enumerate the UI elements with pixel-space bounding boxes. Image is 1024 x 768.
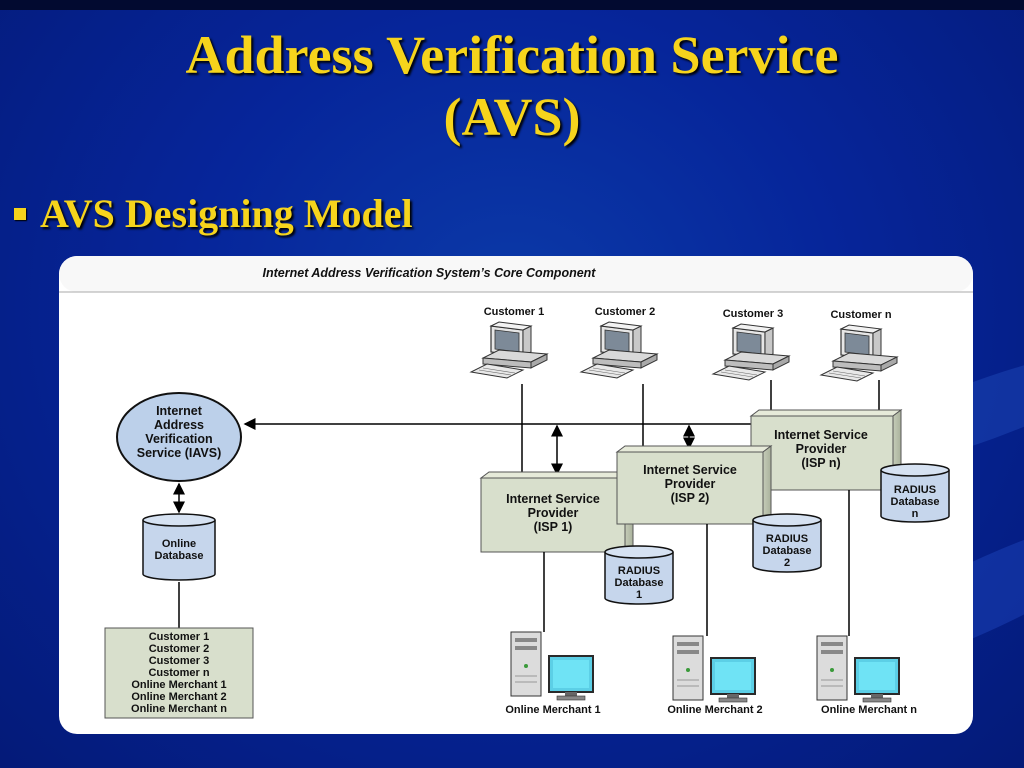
merchant-n-monitor-icon bbox=[854, 657, 900, 703]
customer-n-label: Customer n bbox=[830, 309, 891, 321]
diagram-header: Internet Address Verification System’s C… bbox=[263, 266, 597, 280]
title-line-2: (AVS) bbox=[443, 87, 581, 147]
list-entry: Online Merchant n bbox=[131, 703, 227, 715]
isp-2-label-1: Internet Service bbox=[643, 463, 737, 477]
bullet-text: AVS Designing Model bbox=[40, 191, 413, 236]
list-entry: Online Merchant 1 bbox=[131, 679, 226, 691]
isp-n-label-3: (ISP n) bbox=[801, 456, 840, 470]
iavs-label-2: Address bbox=[154, 418, 204, 432]
bullet-item: AVS Designing Model bbox=[14, 190, 413, 237]
title-line-1: Address Verification Service bbox=[185, 25, 839, 85]
merchant-1-server-icon bbox=[510, 631, 542, 697]
diagram-header-band bbox=[59, 256, 973, 292]
isp-1-label-2: Provider bbox=[528, 506, 579, 520]
isp-1-label-3: (ISP 1) bbox=[534, 520, 573, 534]
iavs-label-3: Verification bbox=[145, 432, 212, 446]
radius-n-label-3: n bbox=[912, 508, 919, 520]
list-entry: Customer n bbox=[148, 667, 209, 679]
radius-db-2-icon bbox=[752, 513, 822, 573]
isp-1-label-1: Internet Service bbox=[506, 492, 600, 506]
customer-1-computer-icon bbox=[470, 321, 548, 379]
merchant-2-label: Online Merchant 2 bbox=[667, 704, 762, 716]
list-entry: Customer 3 bbox=[149, 655, 210, 667]
iavs-node bbox=[116, 392, 242, 482]
iavs-label-1: Internet bbox=[156, 404, 203, 418]
merchant-2-server-icon bbox=[672, 635, 704, 701]
customer-3-computer-icon bbox=[712, 323, 790, 381]
merchant-1-monitor-icon bbox=[548, 655, 594, 701]
merchant-1-label: Online Merchant 1 bbox=[505, 704, 600, 716]
isp-2-label-3: (ISP 2) bbox=[671, 491, 710, 505]
isp-2-box bbox=[615, 445, 773, 525]
radius-db-1-icon bbox=[604, 545, 674, 605]
radius-db-n-icon bbox=[880, 463, 950, 523]
isp-n-label-2: Provider bbox=[796, 442, 847, 456]
list-entry: Customer 2 bbox=[149, 643, 210, 655]
radius-1-label-1: RADIUS bbox=[618, 565, 660, 577]
customer-n-computer-icon bbox=[820, 324, 898, 382]
slide-title: Address Verification Service (AVS) bbox=[0, 24, 1024, 148]
customer-1-label: Customer 1 bbox=[484, 306, 545, 318]
radius-n-label-2: Database bbox=[891, 496, 940, 508]
isp-n-label-1: Internet Service bbox=[774, 428, 868, 442]
list-entry: Customer 1 bbox=[149, 631, 210, 643]
radius-n-label-1: RADIUS bbox=[894, 484, 936, 496]
radius-2-label-3: 2 bbox=[784, 557, 790, 569]
online-database-icon bbox=[142, 513, 216, 581]
radius-2-label-1: RADIUS bbox=[766, 533, 808, 545]
radius-1-label-2: Database bbox=[615, 577, 664, 589]
customer-list-box bbox=[104, 627, 254, 719]
merchant-2-monitor-icon bbox=[710, 657, 756, 703]
customer-3-label: Customer 3 bbox=[723, 308, 784, 320]
iavs-label-4: Service (IAVS) bbox=[137, 446, 222, 460]
avs-diagram: Internet Address Verification System’s C… bbox=[59, 256, 973, 734]
isp-2-label-2: Provider bbox=[665, 477, 716, 491]
radius-2-label-2: Database bbox=[763, 545, 812, 557]
merchant-n-server-icon bbox=[816, 635, 848, 701]
bullet-square-icon bbox=[14, 207, 26, 220]
customer-2-label: Customer 2 bbox=[595, 306, 656, 318]
list-entry: Online Merchant 2 bbox=[131, 691, 226, 703]
merchant-n-label: Online Merchant n bbox=[821, 704, 917, 716]
radius-1-label-3: 1 bbox=[636, 589, 642, 601]
online-database-label-1: Online bbox=[162, 538, 196, 550]
online-database-label-2: Database bbox=[155, 550, 204, 562]
top-bar bbox=[0, 0, 1024, 10]
customer-2-computer-icon bbox=[580, 321, 658, 379]
